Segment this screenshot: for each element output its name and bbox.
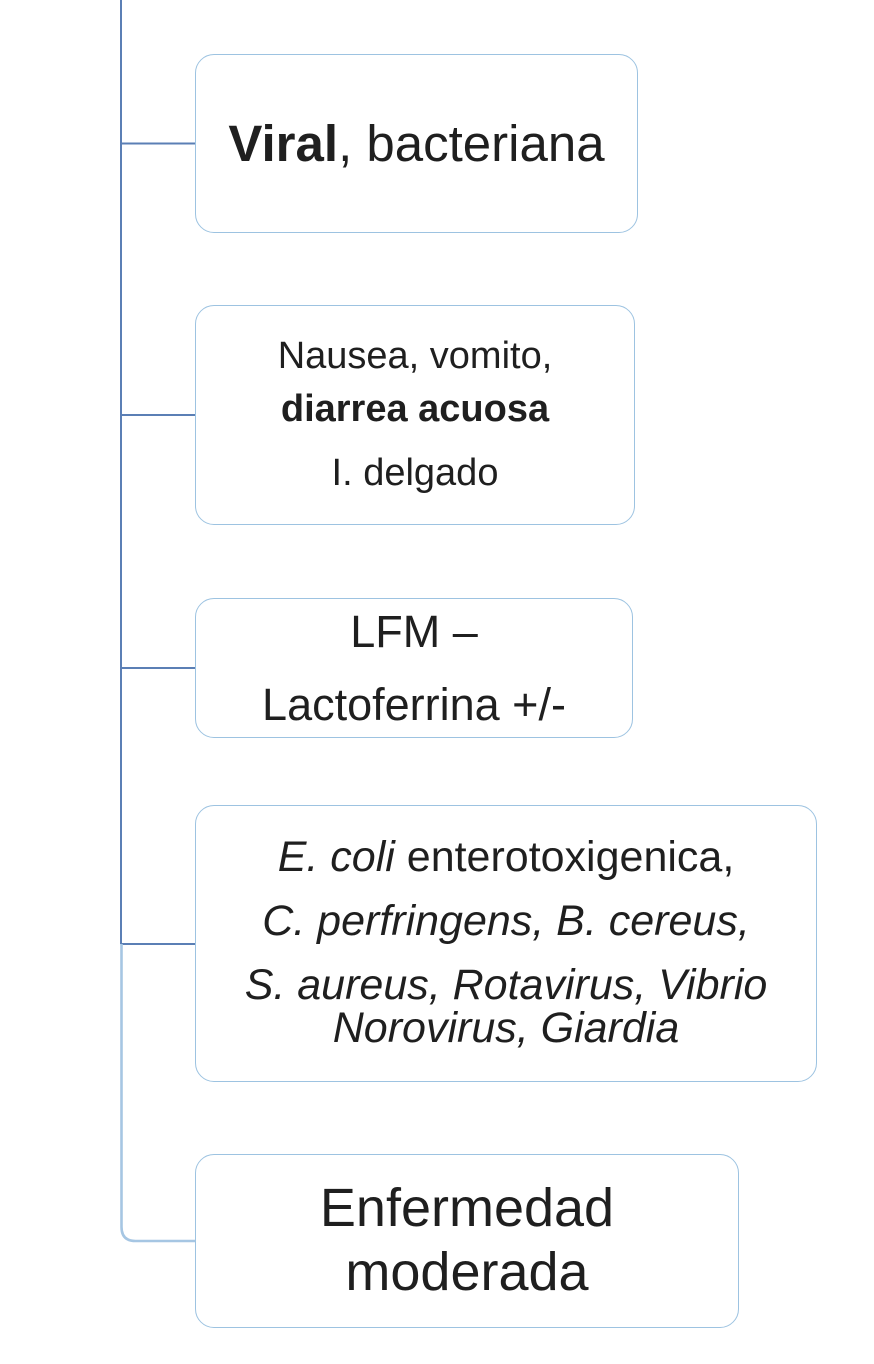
text-segment: Lactoferrina +/- [262,679,566,730]
text-segment: E. coli [277,832,395,881]
text-segment: Enfermedad [319,1178,615,1239]
text-line: LFM – [350,605,478,657]
text-segment: S. aureus, Rotavirus, Vibrio [244,960,768,1009]
node-paragraph: I. delgado [332,447,499,499]
text-line: E. coli enterotoxigenica, [277,832,735,881]
node-paragraph: C. perfringens, B. cereus, [262,896,750,945]
text-segment: Norovirus, Giardia [332,1004,680,1053]
text-segment: diarrea acuosa [280,387,550,430]
node-laboratorio[interactable]: LFM – Lactoferrina +/- [195,598,633,738]
text-segment: C. perfringens, B. cereus, [262,896,750,945]
text-line: Norovirus, Giardia [245,1004,768,1053]
node-patogenos[interactable]: E. coli enterotoxigenica, C. perfringens,… [195,805,817,1082]
node-paragraph: E. coli enterotoxigenica, [277,832,735,881]
node-paragraph: LFM – [350,605,478,657]
node-paragraph: Viral, bacteriana [228,112,604,176]
text-line: S. aureus, Rotavirus, Vibrio [244,960,768,1009]
connector-severidad [120,944,196,1243]
text-segment: Viral [228,114,339,172]
text-line: Viral, bacteriana [228,112,604,176]
text-segment: Nausea, vomito, [277,335,553,378]
node-paragraph: Lactoferrina +/- [262,680,566,730]
text-line: Lactoferrina +/- [262,680,566,730]
text-line: Nausea, vomito, [278,330,553,382]
text-line: Enfermedad [320,1177,614,1241]
text-line: I. delgado [332,447,499,499]
node-sintomas[interactable]: Nausea, vomito, diarrea acuosa I. delgado [195,305,635,525]
text-line: diarrea acuosa [278,383,553,435]
text-segment: moderada [345,1242,589,1302]
node-paragraph: Nausea, vomito, diarrea acuosa [278,330,553,435]
text-segment: I. delgado [331,452,499,495]
node-etiologia[interactable]: Viral, bacteriana [195,54,638,233]
text-segment: , bacteriana [338,114,605,172]
text-segment: enterotoxigenica, [394,832,735,881]
text-line: moderada [320,1241,614,1305]
text-line: C. perfringens, B. cereus, [262,896,750,945]
text-segment: LFM – [350,605,478,657]
